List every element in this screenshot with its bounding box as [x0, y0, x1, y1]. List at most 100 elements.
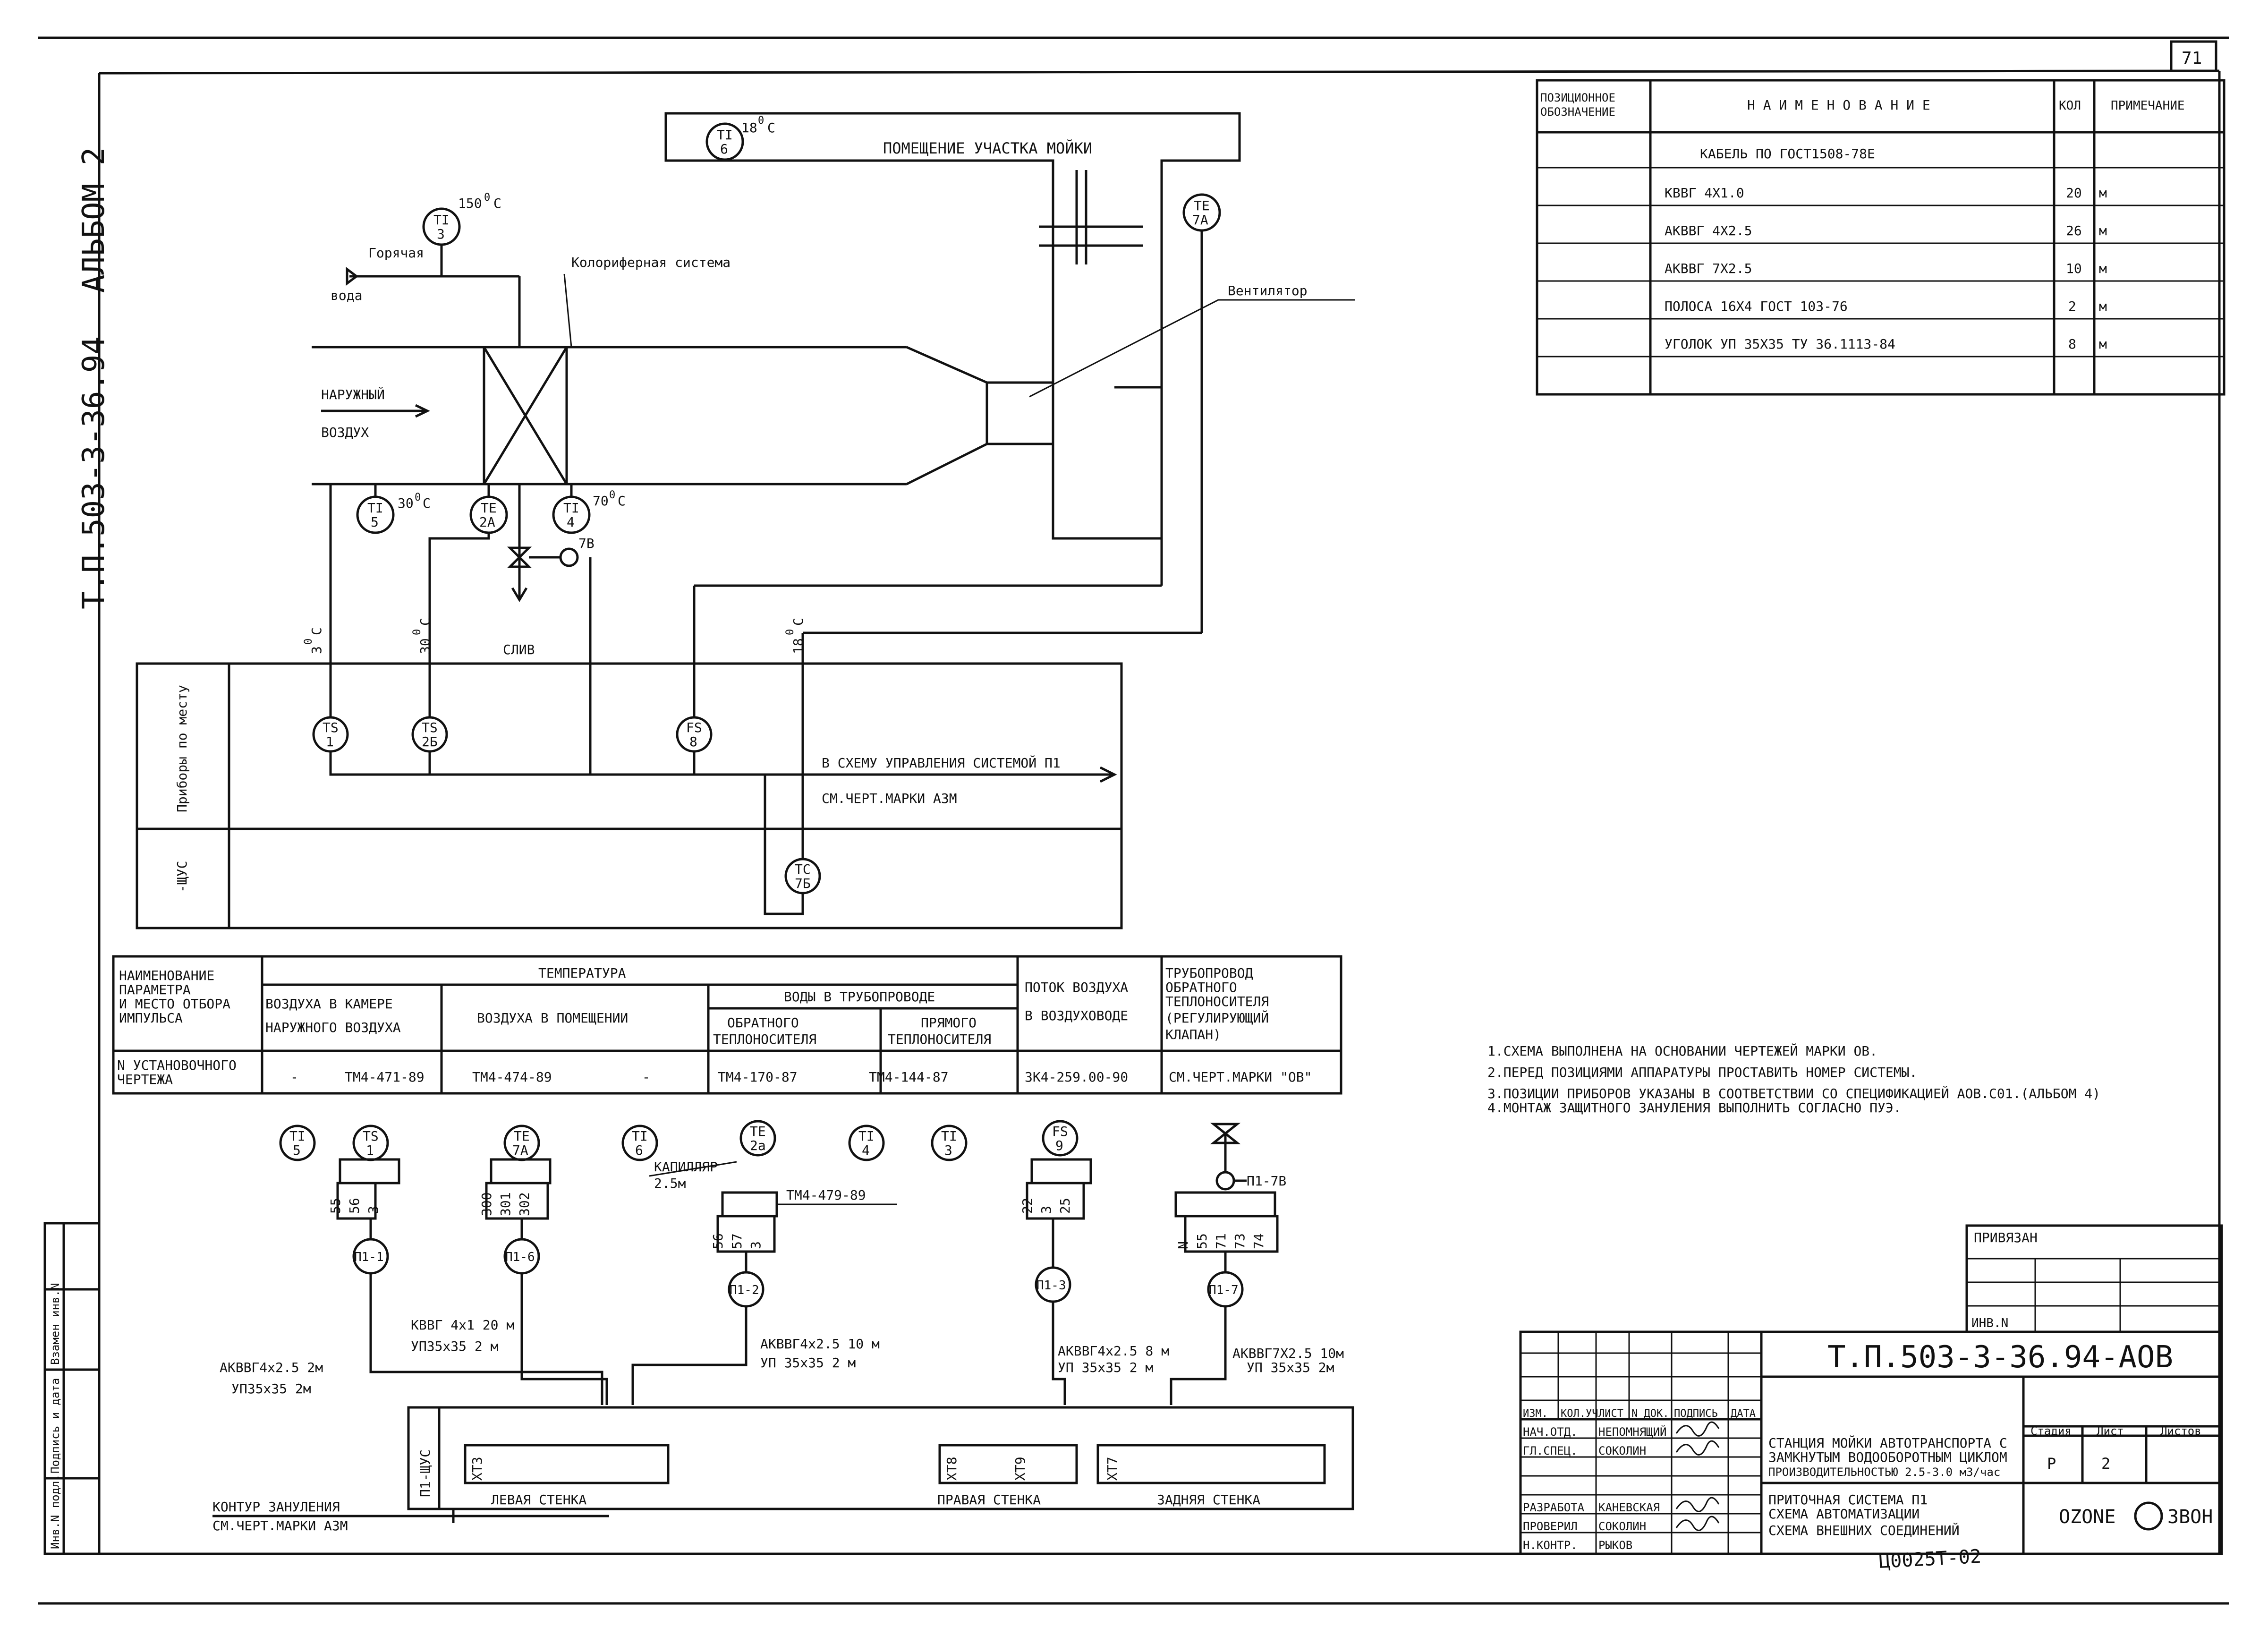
- svg-text:2а: 2а: [750, 1138, 766, 1153]
- stamp-name-5: СОКОЛИН: [1598, 1520, 1646, 1533]
- svg-text:XT3: XT3: [469, 1457, 485, 1481]
- spec-row-5-qty: 8: [2068, 336, 2076, 352]
- instrument-ti6: TI 6 18 0 С: [705, 115, 775, 161]
- svg-text:TE: TE: [514, 1128, 530, 1144]
- signature-5: [1675, 1516, 1720, 1531]
- stamp-head-list: ЛИСТ: [1598, 1408, 1623, 1420]
- svg-text:TS: TS: [422, 720, 438, 735]
- stamp-sheets-head: Листов: [2160, 1424, 2201, 1438]
- svg-text:0: 0: [484, 192, 490, 204]
- ptab-supply-2: ТЕПЛОНОСИТЕЛЯ: [888, 1031, 991, 1047]
- spec-section: КАБЕЛЬ ПО ГОСТ1508-78Е: [1700, 146, 1875, 162]
- ptab-row-label-1: N УСТАНОВОЧНОГО: [117, 1057, 237, 1073]
- field-row-label: Приборы по месту: [174, 685, 190, 812]
- connection-scheme: TI 5 TS 1 TE 7А TI 6 TE 2а TI 4: [212, 1120, 1354, 1534]
- svg-text:TI: TI: [858, 1128, 875, 1144]
- svg-text:1: 1: [326, 734, 334, 750]
- spec-head-qty: КОЛ: [2059, 99, 2081, 113]
- svg-text:TI: TI: [717, 127, 733, 143]
- drain-label: СЛИВ: [503, 642, 535, 657]
- svg-text:TI: TI: [563, 500, 579, 516]
- spec-row-5-unit: м: [2099, 336, 2107, 352]
- temp-30: 30: [398, 495, 414, 511]
- heater-label: Колориферная система: [571, 255, 731, 270]
- ptab-outdoor-2: НАРУЖНОГО ВОЗДУХА: [265, 1020, 401, 1035]
- conn-wire-55a: 55: [328, 1198, 343, 1214]
- svg-text:П1-6: П1-6: [505, 1250, 535, 1264]
- conn-wire-25: 25: [1057, 1198, 1073, 1214]
- stamp-name-4: КАНЕВСКАЯ: [1598, 1501, 1660, 1514]
- spec-row-1-unit: м: [2099, 185, 2107, 201]
- stamp-title-3: ПРОИЗВОДИТЕЛЬНОСТЬЮ 2.5-3.0 м3/час: [1768, 1466, 2000, 1479]
- svg-text:9: 9: [1055, 1138, 1063, 1153]
- ptab-flow-1: ПОТОК ВОЗДУХА: [1025, 980, 1128, 995]
- sheet-number: 71: [2182, 49, 2202, 68]
- instrument-tc7b: TC 7Б: [784, 858, 821, 895]
- side-designation: Т.П.503-3-36.94: [76, 336, 111, 609]
- svg-text:С: С: [767, 120, 775, 136]
- ptab-water: ВОДЫ В ТРУБОПРОВОДЕ: [784, 989, 935, 1005]
- ground-label-2: СМ.ЧЕРТ.МАРКИ АЗМ: [212, 1518, 348, 1534]
- signature-2: [1675, 1440, 1720, 1456]
- ptab-supply-1: ПРЯМОГО: [921, 1015, 977, 1031]
- stamp-sub-3: СХЕМА ВНЕШНИХ СОЕДИНЕНИЙ: [1768, 1522, 1960, 1538]
- svg-text:XT7: XT7: [1104, 1457, 1120, 1481]
- svg-text:XT8: XT8: [944, 1457, 960, 1481]
- fan-label: Вентилятор: [1228, 283, 1308, 298]
- outside-air-label-2: ВОЗДУХ: [321, 425, 369, 440]
- cable-p1-2: П1-2: [728, 1271, 764, 1308]
- ptab-val-6: ТМ4-144-87: [869, 1069, 949, 1085]
- spec-head-pos2: ОБОЗНАЧЕНИЕ: [1540, 105, 1615, 119]
- stamp-head-izm: ИЗМ.: [1523, 1408, 1548, 1420]
- right-wall-label: ПРАВАЯ СТЕНКА: [937, 1492, 1041, 1508]
- cable-label-left-1: АКВВГ4х2.5 2м: [220, 1360, 323, 1375]
- conn-wire-301: 301: [498, 1192, 513, 1216]
- ptab-val-4: -: [642, 1069, 650, 1085]
- spec-head-note: ПРИМЕЧАНИЕ: [2111, 99, 2185, 113]
- ref-control-scheme: В СХЕМУ УПРАВЛЕНИЯ СИСТЕМОЙ П1: [822, 755, 1061, 771]
- ptab-pipe-1: ТРУБОПРОВОД: [1165, 965, 1253, 981]
- svg-text:TE: TE: [750, 1124, 766, 1139]
- field-panel: Приборы по месту -ЩУС TS 1 TS 2Б FS 8 TC…: [136, 662, 1123, 929]
- cable-label-p13-1: АКВВГ4х2.5 8 м: [1058, 1343, 1169, 1359]
- note-1: 1.СХЕМА ВЫПОЛНЕНА НА ОСНОВАНИИ ЧЕРТЕЖЕЙ …: [1487, 1043, 1877, 1059]
- conn-wire-74: 74: [1251, 1233, 1266, 1249]
- cable-p1-6: П1-6: [503, 1238, 540, 1275]
- note-3: 3.ПОЗИЦИИ ПРИБОРОВ УКАЗАНЫ В СООТВЕТСТВИ…: [1487, 1085, 2100, 1101]
- svg-text:7Б: 7Б: [795, 876, 811, 891]
- parameter-table: НАИМЕНОВАНИЕ ПАРАМЕТРА И МЕСТО ОТБОРА ИМ…: [112, 955, 1342, 1095]
- conn-te7a: TE 7А: [503, 1125, 540, 1161]
- back-wall-label: ЗАДНЯЯ СТЕНКА: [1157, 1492, 1260, 1508]
- stamp-title-2: ЗАМКНУТЫМ ВОДООБОРОТНЫМ ЦИКЛОМ: [1768, 1449, 2007, 1465]
- svg-text:0: 0: [411, 629, 423, 635]
- svg-text:TI: TI: [367, 500, 383, 516]
- temp-18: 18: [741, 120, 757, 136]
- svg-text:П1-7: П1-7: [1209, 1283, 1239, 1297]
- svg-text:TI: TI: [941, 1128, 957, 1144]
- ptab-param-2: ПАРАМЕТРА: [119, 982, 191, 997]
- conn-ts1: TS 1: [352, 1125, 389, 1161]
- conn-wire-302: 302: [517, 1192, 532, 1216]
- svg-text:4: 4: [567, 514, 575, 530]
- brand-logo-2: ЗВОН: [2167, 1506, 2213, 1528]
- svg-text:П1-1: П1-1: [354, 1250, 384, 1264]
- temp-3: 3: [309, 646, 324, 654]
- instrument-ti5: TI 5 30 0 С: [356, 484, 431, 534]
- cabinet-name: П1-ЩУС: [417, 1449, 433, 1497]
- svg-text:4: 4: [862, 1142, 870, 1158]
- stamp-head-date: ДАТА: [1731, 1408, 1756, 1420]
- svg-text:TE: TE: [1194, 198, 1210, 213]
- signature-4: [1675, 1497, 1720, 1512]
- spec-row-2-qty: 26: [2066, 223, 2082, 239]
- terminal-block-xt8-xt9: XT8 XT9 ПРАВАЯ СТЕНКА: [937, 1444, 1078, 1508]
- strip-sign: Подпись и дата: [49, 1378, 62, 1474]
- conn-te2a: TE 2а: [739, 1120, 776, 1157]
- svg-text:С: С: [417, 618, 433, 626]
- conn-ti5: TI 5: [279, 1125, 316, 1161]
- instrument-ti4: TI 4 70 0 С: [552, 484, 626, 534]
- inv-label: ИНВ.N: [1971, 1316, 2008, 1330]
- svg-text:0: 0: [415, 492, 421, 503]
- ptab-val-2: ТМ4-471-89: [345, 1069, 425, 1085]
- svg-text:С: С: [423, 495, 431, 511]
- cable-label-p17-2: УП 35х35 2м: [1247, 1360, 1334, 1375]
